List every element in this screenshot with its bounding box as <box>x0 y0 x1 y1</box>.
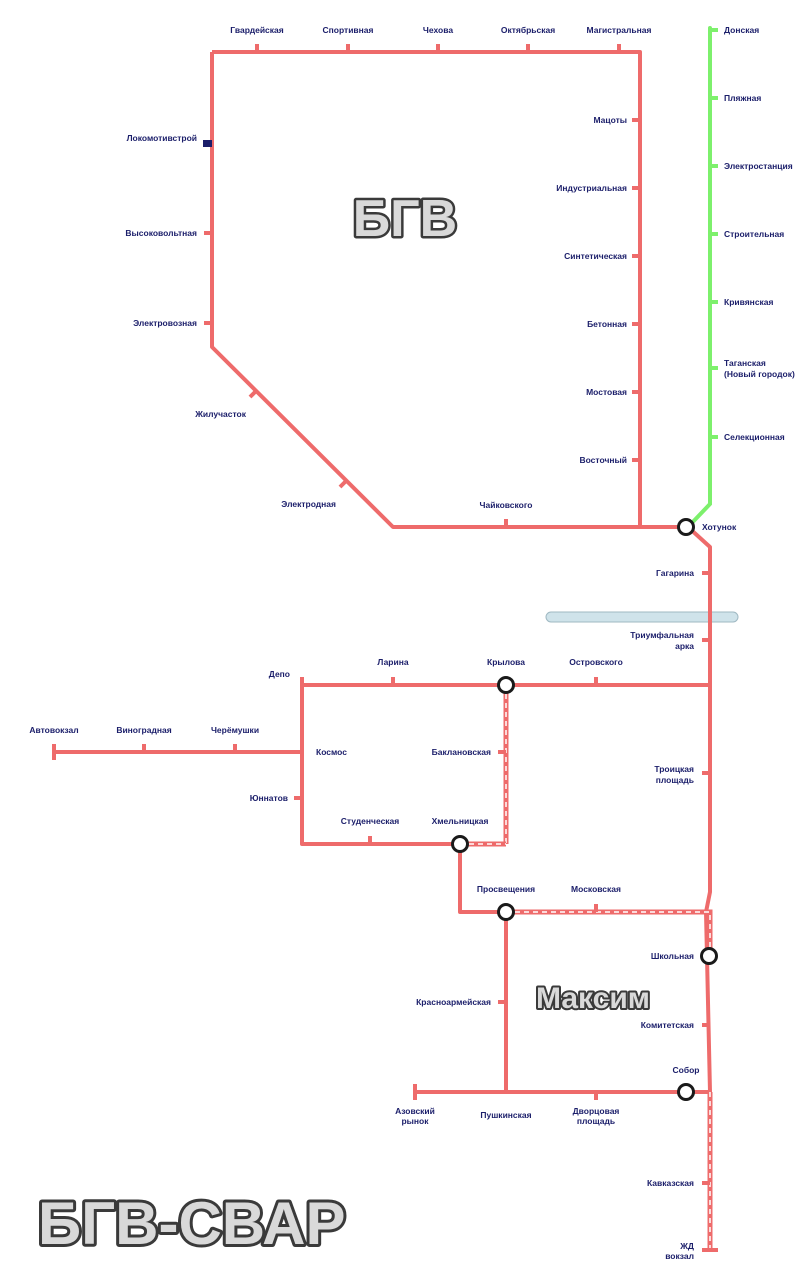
station-label: площадь <box>656 775 694 785</box>
station-label: Электростанция <box>724 161 793 171</box>
station-label: Студенческая <box>341 816 400 826</box>
station-label: Донская <box>724 25 759 35</box>
station-label: рынок <box>401 1116 429 1126</box>
station-label: Локомотивстрой <box>127 133 197 143</box>
station-label: Хмельницкая <box>432 816 489 826</box>
station-label: Жилучасток <box>194 409 247 419</box>
transfer-khmelnitskaya <box>451 835 469 853</box>
station-label: Гагарина <box>656 568 694 578</box>
transfer-shkolnaya <box>700 947 718 965</box>
green-line-ticks <box>710 28 718 439</box>
station-label: Комитетская <box>641 1020 694 1030</box>
station-label: Электровозная <box>133 318 197 328</box>
transfer-krylova <box>497 676 515 694</box>
station-label: Строительная <box>724 229 784 239</box>
station-label: Спортивная <box>323 25 374 35</box>
station-label: Московская <box>571 884 621 894</box>
watermark-bottom: БГВ-СВАР <box>38 1190 345 1257</box>
station-label: Восточный <box>579 455 627 465</box>
station-label: арка <box>675 641 694 651</box>
station-label: Собор <box>673 1065 700 1075</box>
station-label: Хотунок <box>702 522 737 532</box>
station-label: площадь <box>577 1116 615 1126</box>
station-label: Островского <box>569 657 623 667</box>
station-label: Кавказская <box>647 1178 694 1188</box>
station-label: Школьная <box>651 951 694 961</box>
station-label: Просвещения <box>477 884 535 894</box>
station-label: Селекционная <box>724 432 785 442</box>
station-label: вокзал <box>665 1251 694 1261</box>
station-label: Пляжная <box>724 93 761 103</box>
transfer-khotunok <box>677 518 695 536</box>
river <box>545 611 739 623</box>
station-label: Крылова <box>487 657 525 667</box>
station-label: Космос <box>316 747 347 757</box>
watermark-middle: Максим <box>536 982 650 1015</box>
station-label: Автовокзал <box>29 725 78 735</box>
transfer-prosveshcheniya <box>497 903 515 921</box>
station-label: Высоковольтная <box>125 228 197 238</box>
station-label: Виноградная <box>116 725 171 735</box>
station-label: Чехова <box>423 25 453 35</box>
station-label: Кривянская <box>724 297 774 307</box>
transfer-sobor <box>677 1083 695 1101</box>
station-label: Пушкинская <box>480 1110 531 1120</box>
red-line-ticks <box>52 44 718 1252</box>
station-label: Синтетическая <box>564 251 627 261</box>
station-label: Чайковского <box>480 500 533 510</box>
station-label: Юннатов <box>250 793 288 803</box>
station-label: Троицкая <box>654 764 694 774</box>
station-label: Электродная <box>281 499 336 509</box>
station-label: Бетонная <box>587 319 627 329</box>
station-label: Дворцовая <box>573 1106 620 1116</box>
station-label: Октябрьская <box>501 25 555 35</box>
station-label: Индустриальная <box>556 183 627 193</box>
depot-icon <box>203 140 212 147</box>
station-label: Гвардейская <box>230 25 283 35</box>
station-label: (Новый городок) <box>724 369 795 379</box>
station-label: Черёмушки <box>211 725 259 735</box>
station-label: Магистральная <box>587 25 652 35</box>
station-label: Депо <box>269 669 290 679</box>
dashed-links <box>460 685 713 1250</box>
station-label: Мацоты <box>593 115 627 125</box>
transfer-circles <box>451 518 718 1101</box>
station-label: Триумфальная <box>630 630 694 640</box>
station-label: Азовский <box>395 1106 435 1116</box>
station-label: Ларина <box>377 657 408 667</box>
station-label: Мостовая <box>586 387 627 397</box>
green-line <box>686 26 712 529</box>
station-label: ЖД <box>679 1241 694 1251</box>
station-label: Баклановская <box>432 747 491 757</box>
station-label: Красноармейская <box>416 997 491 1007</box>
station-labels: Гвардейская Спортивная Чехова Октябрьска… <box>29 25 795 1261</box>
watermark-top: БГВ <box>353 190 457 248</box>
station-label: Таганская <box>724 358 766 368</box>
